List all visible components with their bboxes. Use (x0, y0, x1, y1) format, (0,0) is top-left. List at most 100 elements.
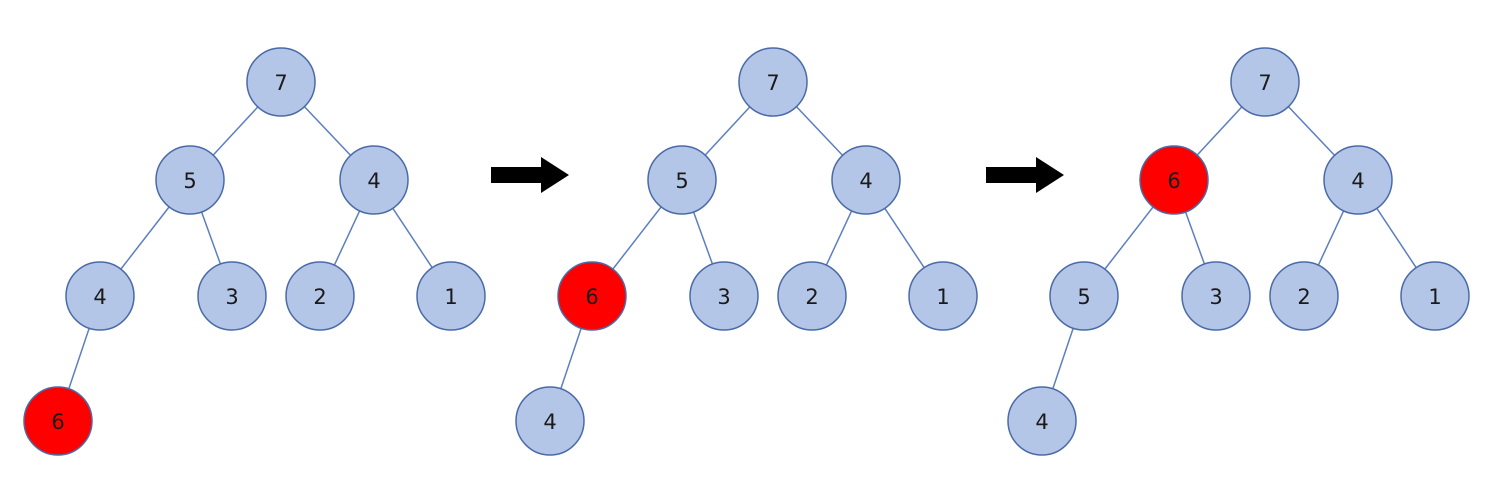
tree-node: 4 (1007, 386, 1077, 456)
node-label: 6 (1167, 169, 1180, 193)
node-label: 4 (367, 169, 380, 193)
node-label: 5 (1077, 285, 1090, 309)
node-label: 7 (766, 71, 779, 95)
tree-edge (1376, 207, 1417, 269)
right-arrow-icon (986, 157, 1064, 193)
tree-edge (200, 211, 222, 265)
highlighted-node: 6 (1139, 145, 1209, 215)
tree-node: 5 (647, 145, 717, 215)
tree-edge (1196, 106, 1243, 156)
tree-node: 4 (339, 145, 409, 215)
node-circle (831, 145, 901, 215)
node-circle (1007, 386, 1077, 456)
node-circle (1049, 261, 1119, 331)
node-circle (1139, 145, 1209, 215)
tree-edge (1052, 327, 1074, 390)
tree-edge (704, 106, 751, 156)
node-label: 5 (183, 169, 196, 193)
node-label: 2 (1297, 285, 1310, 309)
tree-node: 4 (1323, 145, 1393, 215)
tree-node: 1 (416, 261, 486, 331)
tree-edge (1184, 211, 1206, 265)
node-label: 4 (859, 169, 872, 193)
node-label: 1 (444, 285, 457, 309)
node-circle (777, 261, 847, 331)
tree-edge (212, 106, 259, 156)
heap-stage-2: 7 5 4 6 3 2 1 4 (515, 47, 978, 456)
tree-node: 3 (197, 261, 267, 331)
tree-node: 7 (738, 47, 808, 117)
node-label: 4 (1351, 169, 1364, 193)
node-label: 4 (1035, 410, 1048, 434)
tree-edge (560, 327, 582, 390)
node-label: 3 (1209, 285, 1222, 309)
tree-edge (1104, 206, 1154, 270)
node-circle (416, 261, 486, 331)
tree-node: 4 (65, 261, 135, 331)
node-label: 2 (805, 285, 818, 309)
heap-stage-1: 7 5 4 4 3 2 1 6 (23, 47, 486, 456)
tree-edge (120, 206, 170, 270)
node-circle (23, 386, 93, 456)
tree-node: 3 (689, 261, 759, 331)
node-circle (738, 47, 808, 117)
node-circle (689, 261, 759, 331)
node-label: 4 (93, 285, 106, 309)
tree-edge (303, 106, 352, 156)
node-circle (647, 145, 717, 215)
node-circle (908, 261, 978, 331)
tree-edge (333, 210, 361, 266)
tree-edge (884, 207, 925, 269)
right-arrow-icon (491, 157, 569, 193)
tree-node: 3 (1181, 261, 1251, 331)
tree-node: 4 (831, 145, 901, 215)
tree-node: 7 (246, 47, 316, 117)
node-label: 4 (543, 410, 556, 434)
heap-stage-3: 7 6 4 5 3 2 1 4 (1007, 47, 1470, 456)
tree-edge (825, 210, 853, 266)
tree-edge (392, 207, 433, 269)
node-circle (1400, 261, 1470, 331)
tree-node: 7 (1230, 47, 1300, 117)
node-circle (339, 145, 409, 215)
node-circle (246, 47, 316, 117)
node-label: 1 (1428, 285, 1441, 309)
tree-node: 4 (515, 386, 585, 456)
node-circle (515, 386, 585, 456)
node-circle (1230, 47, 1300, 117)
node-label: 5 (675, 169, 688, 193)
tree-node: 2 (1269, 261, 1339, 331)
tree-edge (612, 206, 662, 270)
tree-node: 2 (777, 261, 847, 331)
node-label: 2 (313, 285, 326, 309)
tree-node: 1 (908, 261, 978, 331)
tree-node: 2 (285, 261, 355, 331)
node-label: 3 (225, 285, 238, 309)
right-arrow-icon (986, 157, 1064, 193)
tree-node: 5 (1049, 261, 1119, 331)
right-arrow-icon (491, 157, 569, 193)
node-circle (557, 261, 627, 331)
node-circle (1323, 145, 1393, 215)
node-circle (1269, 261, 1339, 331)
tree-edge (795, 106, 844, 156)
tree-edge (1317, 210, 1345, 266)
highlighted-node: 6 (23, 386, 93, 456)
tree-node: 5 (155, 145, 225, 215)
node-circle (1181, 261, 1251, 331)
node-label: 7 (274, 71, 287, 95)
node-label: 6 (51, 410, 64, 434)
node-label: 7 (1258, 71, 1271, 95)
node-label: 1 (936, 285, 949, 309)
node-label: 3 (717, 285, 730, 309)
node-circle (197, 261, 267, 331)
tree-node: 1 (1400, 261, 1470, 331)
node-circle (65, 261, 135, 331)
node-circle (155, 145, 225, 215)
tree-edge (1287, 106, 1336, 156)
node-label: 6 (585, 285, 598, 309)
highlighted-node: 6 (557, 261, 627, 331)
tree-edge (692, 211, 714, 265)
tree-edge (68, 327, 90, 390)
